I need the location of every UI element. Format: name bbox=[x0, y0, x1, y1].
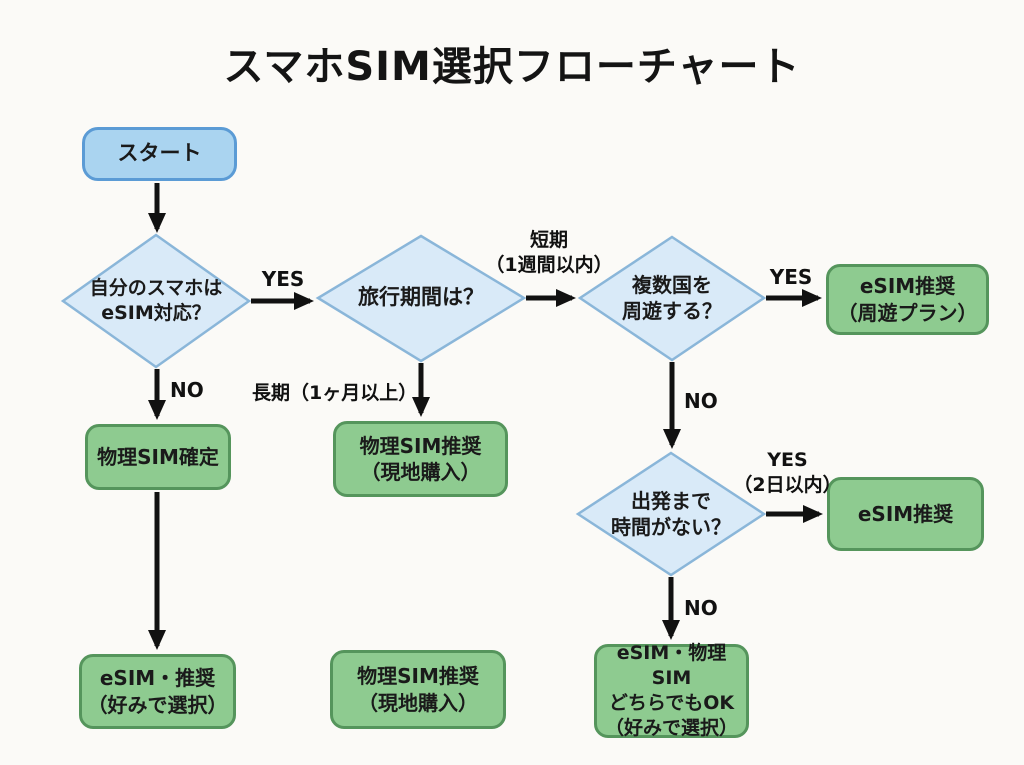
node-result-esim-tour-plan: eSIM推奨 （周遊プラン） bbox=[826, 264, 989, 335]
edge-label-no-multi-country: NO bbox=[684, 389, 718, 413]
node-question-multi-country: 複数国を 周遊する？ bbox=[622, 272, 722, 323]
node-question-esim-support: 自分のスマホは eSIM対応？ bbox=[89, 276, 223, 324]
edge-label-yes-esim-support: YES bbox=[261, 267, 305, 291]
page-title: スマホSIM選択フローチャート bbox=[223, 44, 801, 90]
edge-label-yes-multi-country: YES bbox=[769, 265, 813, 289]
diamond-no-time bbox=[575, 451, 767, 577]
diamond-esim-support bbox=[60, 233, 252, 369]
node-result-esim: eSIM推奨 bbox=[827, 477, 984, 551]
edge-label-no-no-time: NO bbox=[684, 596, 718, 620]
edge-label-no-esim-support: NO bbox=[170, 378, 204, 402]
node-result-physical-sim-local-top: 物理SIM推奨 （現地購入） bbox=[333, 421, 508, 497]
node-question-travel-period: 旅行期間は？ bbox=[358, 285, 484, 310]
diamond-multi-country bbox=[577, 235, 767, 362]
edge-label-yes-no-time: YES （2日以内） bbox=[733, 449, 842, 497]
node-question-no-time: 出発まで 時間がない？ bbox=[611, 488, 731, 539]
diamond-travel-period bbox=[315, 234, 527, 363]
edge-label-long-term: 長期（1ヶ月以上） bbox=[252, 382, 418, 404]
node-result-physical-sim-local-bottom: 物理SIM推奨 （現地購入） bbox=[330, 650, 506, 729]
node-result-esim-preference: eSIM・推奨 （好みで選択） bbox=[79, 654, 236, 729]
node-start: スタート bbox=[82, 127, 237, 181]
node-result-either-ok: eSIM・物理SIM どちらでもOK （好みで選択） bbox=[594, 642, 749, 739]
edge-label-short-term: 短期 （1週間以内） bbox=[485, 229, 613, 277]
node-result-physical-sim-fixed: 物理SIM確定 bbox=[85, 424, 231, 490]
